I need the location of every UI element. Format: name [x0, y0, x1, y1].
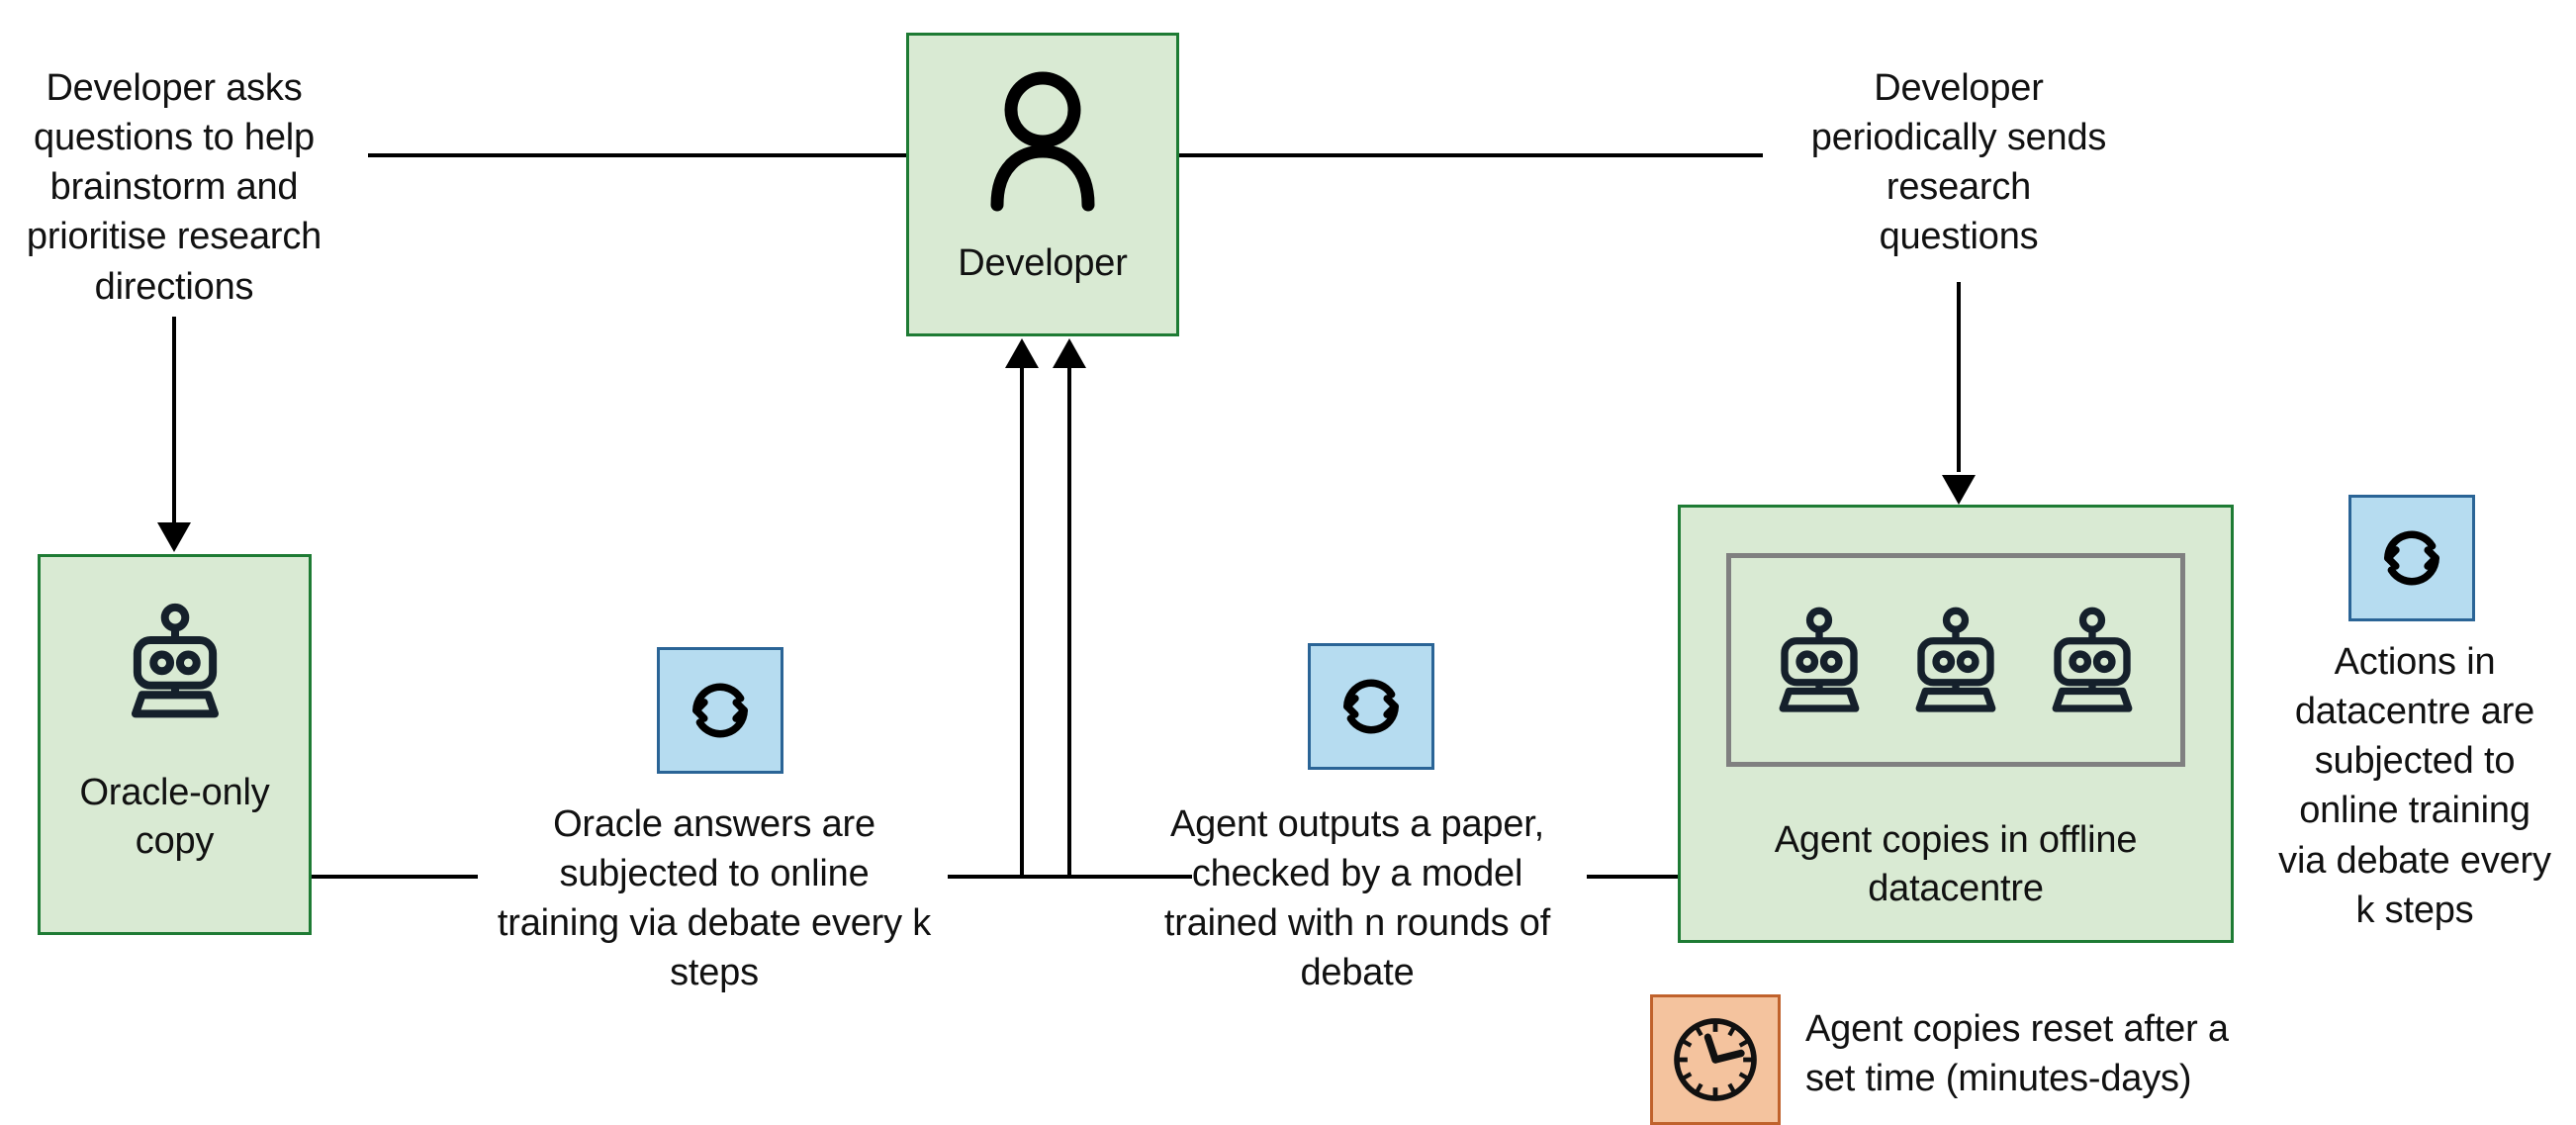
connector-agent-elbow-arrowhead — [1053, 338, 1086, 368]
connector-agent-elbow-vertical — [1067, 368, 1071, 877]
connector-oracle-elbow-vertical — [1020, 368, 1024, 877]
robot-icon — [1900, 605, 2011, 715]
connector-developer-sends-line — [1179, 153, 1763, 157]
person-icon — [979, 69, 1106, 218]
connector-developer-asks-line — [368, 153, 908, 157]
sync-refresh-icon — [678, 668, 763, 753]
caption-developer-sends: Developer periodically sends research qu… — [1810, 67, 2107, 258]
caption-oracle-answers: Oracle answers are subjected to online t… — [497, 803, 932, 994]
connector-to-oracle-line — [172, 317, 176, 526]
clock-icon — [1664, 1008, 1767, 1111]
connector-agent-to-datacentre-line — [1587, 875, 1682, 879]
badge-sync-right[interactable] — [2348, 495, 2475, 621]
node-oracle-only-copy[interactable]: Oracle-only copy — [38, 554, 312, 935]
sync-refresh-icon — [2369, 516, 2454, 601]
robot-icon — [2037, 605, 2148, 715]
robot-icon — [115, 601, 235, 721]
caption-reset-time: Agent copies reset after a set time (min… — [1805, 1008, 2229, 1100]
caption-agent-outputs: Agent outputs a paper, checked by a mode… — [1163, 803, 1551, 994]
connector-agent-elbow-horizontal — [1067, 875, 1192, 879]
caption-developer-asks: Developer asks questions to help brainst… — [26, 67, 322, 308]
datacentre-rack-frame — [1726, 553, 2185, 767]
badge-clock[interactable] — [1650, 994, 1781, 1125]
connector-oracle-out-line — [310, 875, 478, 879]
connector-to-datacentre-arrowhead — [1942, 475, 1976, 505]
badge-sync-left[interactable] — [657, 647, 783, 774]
badge-sync-middle[interactable] — [1308, 643, 1434, 770]
caption-actions-in-datacentre: Actions in datacentre are subjected to o… — [2278, 641, 2551, 931]
connector-to-oracle-arrowhead — [157, 522, 191, 552]
sync-refresh-icon — [1329, 664, 1414, 749]
node-agent-datacentre[interactable]: Agent copies in offline datacentre — [1678, 505, 2234, 943]
node-developer[interactable]: Developer — [906, 33, 1179, 336]
node-developer-label: Developer — [958, 242, 1128, 284]
connector-oracle-elbow-horizontal — [948, 875, 1072, 879]
node-oracle-label: Oracle-only copy — [79, 772, 270, 862]
robot-icon — [1764, 605, 1875, 715]
node-datacentre-label: Agent copies in offline datacentre — [1774, 819, 2138, 909]
connector-to-datacentre-line — [1957, 282, 1961, 472]
connector-oracle-elbow-arrowhead — [1005, 338, 1039, 368]
